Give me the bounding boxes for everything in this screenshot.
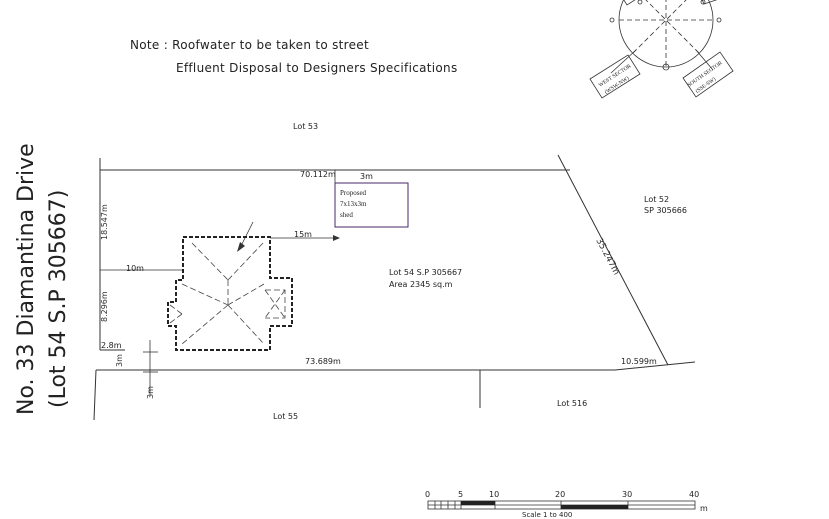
subject-lot-label: Lot 54 S.P 305667 xyxy=(389,268,463,277)
lot-516-label: Lot 516 xyxy=(557,399,588,408)
scale-fills xyxy=(461,501,628,509)
lot55-west-line xyxy=(93,369,97,421)
west-upper-dim-label: 18.547m xyxy=(100,204,109,240)
lot-53-label: Lot 53 xyxy=(293,122,319,131)
roof-hip-1 xyxy=(191,242,229,281)
side-setback-dim-label: 10m xyxy=(126,264,144,273)
scale-label-0: 0 xyxy=(425,490,431,499)
note-roofwater: Note : Roofwater to be taken to street xyxy=(130,38,369,52)
roof-hip-3 xyxy=(181,304,229,345)
lot-52-plan-label: SP 305666 xyxy=(644,206,687,215)
compass-south-marker xyxy=(662,63,670,71)
west-sector-box xyxy=(589,54,641,99)
north-arrow-head xyxy=(237,242,245,252)
house-walls xyxy=(167,236,293,351)
front-setback-a-label: 3m xyxy=(115,354,124,367)
east-wing-hip-1 xyxy=(264,289,286,319)
scale-fill-5-10 xyxy=(461,501,495,505)
scale-fill-20-30 xyxy=(561,505,628,509)
shed-label-proposed: Proposed xyxy=(340,189,367,197)
subject-lot-area: Area 2345 sq.m xyxy=(389,280,453,289)
south-east-boundary-line xyxy=(614,361,696,371)
roof-hip-4 xyxy=(227,304,265,345)
south-boundary-dim-label: 73.689m xyxy=(305,357,341,366)
compass-marker-b xyxy=(700,0,706,5)
west-lower-dim-label: 2.8m xyxy=(101,341,122,350)
compass-marker-a xyxy=(637,0,643,5)
front-setback-b-label: 3m xyxy=(146,386,155,399)
roof-hip-2 xyxy=(227,242,264,281)
note-effluent: Effluent Disposal to Designers Specifica… xyxy=(176,61,458,75)
compass-west-pointer xyxy=(610,49,637,74)
dimension-lines xyxy=(100,170,336,395)
west-mid-dim-label: 8.296m xyxy=(100,291,109,322)
compass-marker-c xyxy=(609,17,615,23)
lot-55-label: Lot 55 xyxy=(273,412,299,421)
west-porch-hip-1 xyxy=(169,304,183,315)
north-arrow-line xyxy=(239,221,254,249)
scale-unit: m xyxy=(700,504,708,513)
scale-label-5: 5 xyxy=(458,490,464,499)
house-to-shed-dim-label: 15m xyxy=(294,230,312,239)
compass-south-pointer xyxy=(695,49,714,71)
shed-label-size: 7x13x3m xyxy=(340,200,367,208)
north-sector-box-a xyxy=(623,0,636,6)
east-boundary-line xyxy=(557,154,669,366)
west-porch-hip-2 xyxy=(169,313,183,324)
shed-arrow-head xyxy=(333,235,340,241)
scale-label-20: 20 xyxy=(555,490,566,499)
scale-label-40: 40 xyxy=(689,490,700,499)
east-wing-hip-2 xyxy=(264,289,286,319)
shed-setback-dim-label: 3m xyxy=(360,172,373,181)
scale-caption: Scale 1 to 400 xyxy=(522,511,573,519)
east-boundary-dim-label: 35.247m xyxy=(593,237,621,277)
roof-lines xyxy=(169,242,286,345)
lot-52-label: Lot 52 xyxy=(644,195,670,204)
shed-label-shed: shed xyxy=(340,211,353,219)
compass-rose xyxy=(589,0,734,99)
north-sector-box-b xyxy=(701,0,718,5)
south-sector-box xyxy=(682,51,734,98)
north-boundary-dim-label: 70.112m xyxy=(300,170,336,179)
compass-marker-d xyxy=(716,17,722,23)
south-east-segment-dim-label: 10.599m xyxy=(621,357,657,366)
east-wing-roof xyxy=(265,289,286,319)
scale-label-10: 10 xyxy=(489,490,500,499)
scale-label-30: 30 xyxy=(622,490,633,499)
house-outline xyxy=(167,236,293,351)
roof-hip-5 xyxy=(181,283,229,306)
roof-hip-6 xyxy=(227,283,265,306)
shed-box xyxy=(334,182,409,228)
